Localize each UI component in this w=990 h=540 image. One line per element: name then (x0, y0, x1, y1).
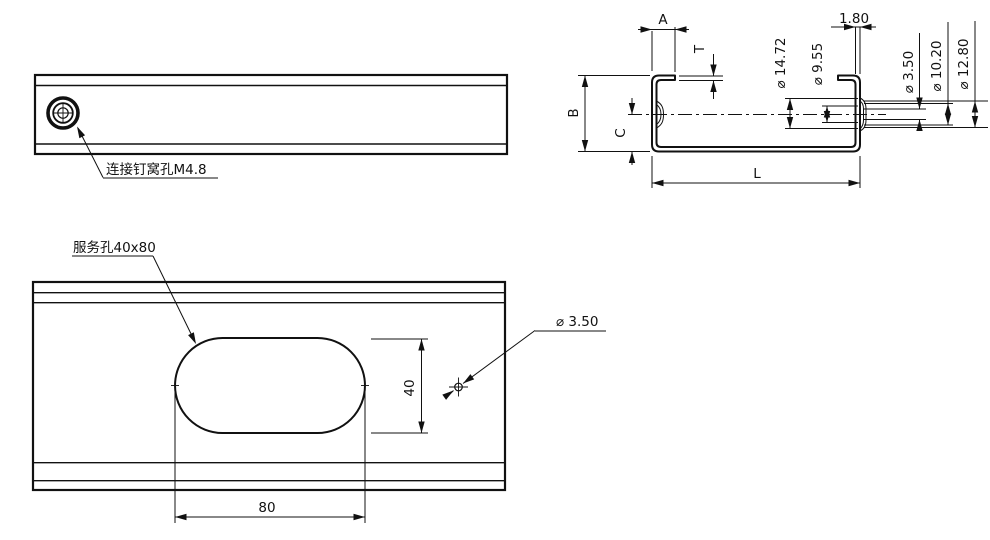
arrowhead (710, 80, 717, 92)
dim-a-text: A (658, 12, 668, 28)
channel-profile (651, 74, 861, 153)
dim-l-text: L (753, 166, 761, 182)
section-view: A T B C (566, 11, 988, 188)
side-view: 连接钉窝孔M4.8 (33, 73, 509, 179)
leader-line (462, 330, 536, 384)
arrowhead (675, 26, 687, 33)
arrowhead (786, 98, 794, 110)
dim-dia-9-55: ⌀ 9.55 (810, 43, 858, 123)
dia-12-80-text: ⌀ 12.80 (956, 38, 972, 89)
arrowhead (710, 64, 717, 76)
dia-14-72-text: ⌀ 14.72 (773, 37, 789, 88)
arrowhead (786, 117, 794, 129)
dim-40-text: 40 (402, 379, 418, 396)
arrowhead (581, 75, 589, 87)
pilot-hole: ⌀ 3.50 (442, 314, 606, 400)
dim-thickness-text: 1.80 (839, 11, 869, 27)
arrowhead (640, 26, 652, 33)
dim-dia-14-72: ⌀ 14.72 (773, 37, 858, 129)
dim-dia-3-50: ⌀ 3.50 (864, 33, 926, 131)
arrowhead (175, 513, 187, 521)
pilot-hole-label: ⌀ 3.50 (556, 314, 598, 330)
dim-c: C (613, 98, 636, 165)
dim-t: T (679, 44, 723, 99)
bar-outline (33, 73, 509, 156)
dim-dia-12-80: ⌀ 12.80 (864, 21, 988, 128)
dia-3-50-text: ⌀ 3.50 (901, 51, 917, 93)
service-slot (174, 337, 366, 434)
arrowhead (188, 332, 199, 346)
dim-t-text: T (692, 44, 708, 54)
arrowhead (944, 113, 952, 125)
dia-10-20-text: ⌀ 10.20 (929, 40, 945, 91)
dim-c-text: C (613, 128, 629, 137)
dim-b: B (566, 75, 650, 152)
arrowhead (971, 101, 979, 113)
dim-l: L (651, 156, 861, 188)
arrowhead (628, 103, 636, 115)
arrowhead (74, 125, 86, 139)
dia-9-55-text: ⌀ 9.55 (810, 43, 826, 85)
arrowhead (418, 421, 425, 433)
countersunk-hole (46, 96, 80, 130)
hole-callout: 连接钉窝孔M4.8 (74, 125, 218, 179)
arrowhead (971, 116, 979, 128)
dim-b-text: B (566, 108, 582, 117)
dim-a: A (638, 12, 689, 72)
hole-outer-ring (46, 96, 80, 130)
dim-80-text: 80 (258, 500, 275, 516)
arrowhead (461, 374, 475, 387)
arrowhead (628, 151, 636, 163)
hole-callout-label: 连接钉窝孔M4.8 (106, 161, 207, 178)
arrowhead (418, 339, 425, 351)
arrowhead (581, 140, 589, 152)
arrowhead (848, 179, 860, 187)
dim-80: 80 (174, 391, 366, 523)
dim-dia-10-20: ⌀ 10.20 (864, 22, 953, 126)
slot-callout: 服务孔40x80 (72, 240, 199, 346)
plan-view: 服务孔40x80 40 80 (31, 240, 606, 523)
arrowhead (353, 513, 365, 521)
dim-40: 40 (371, 338, 428, 434)
leader-line (152, 255, 196, 343)
arrowhead (944, 103, 952, 115)
dim-thickness: 1.80 (831, 11, 876, 74)
plate-outline (31, 280, 507, 492)
arrowhead (652, 179, 664, 187)
slot-callout-label: 服务孔40x80 (73, 240, 156, 256)
arrowhead (442, 387, 456, 400)
